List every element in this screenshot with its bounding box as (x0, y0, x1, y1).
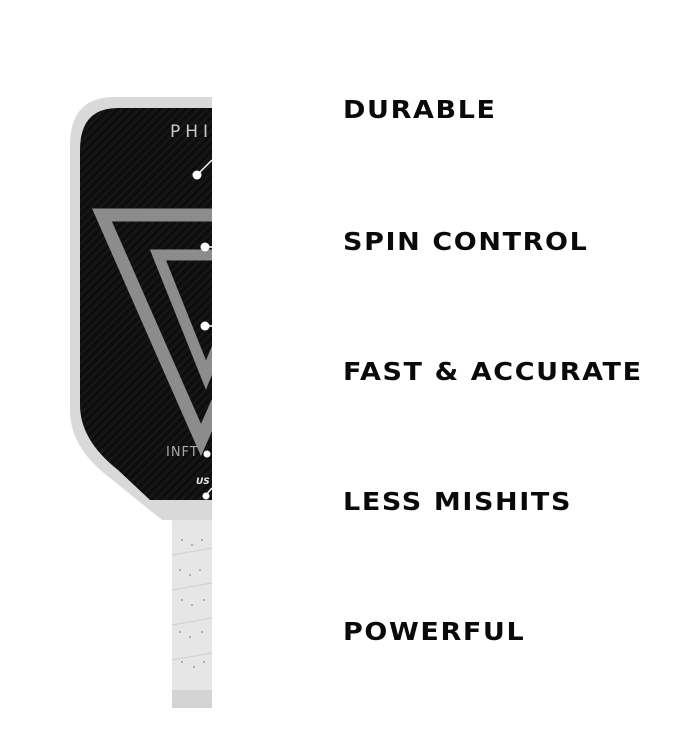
feature-less-mishits: LESS MISHITS (343, 487, 573, 516)
callout-markers (192, 159, 212, 500)
grip-butt-cap (172, 690, 212, 708)
grip-perforation-pattern (179, 539, 205, 668)
paddle-brand-text: PHI (170, 122, 214, 142)
feature-durable: DURABLE (343, 95, 497, 124)
feature-fast-accurate: FAST & ACCURATE (343, 357, 643, 386)
paddle-model-text: INFT (166, 445, 199, 460)
pickleball-paddle-image: PHI INFT US (0, 0, 212, 750)
feature-spin-control: SPIN CONTROL (343, 227, 589, 256)
triangle-logo (92, 208, 212, 457)
paddle-illustration (70, 97, 212, 708)
feature-powerful: POWERFUL (343, 617, 526, 646)
certification-badge: US (196, 477, 210, 487)
feature-list: DURABLE SPIN CONTROL FAST & ACCURATE LES… (343, 0, 700, 750)
paddle-grip (172, 510, 212, 708)
